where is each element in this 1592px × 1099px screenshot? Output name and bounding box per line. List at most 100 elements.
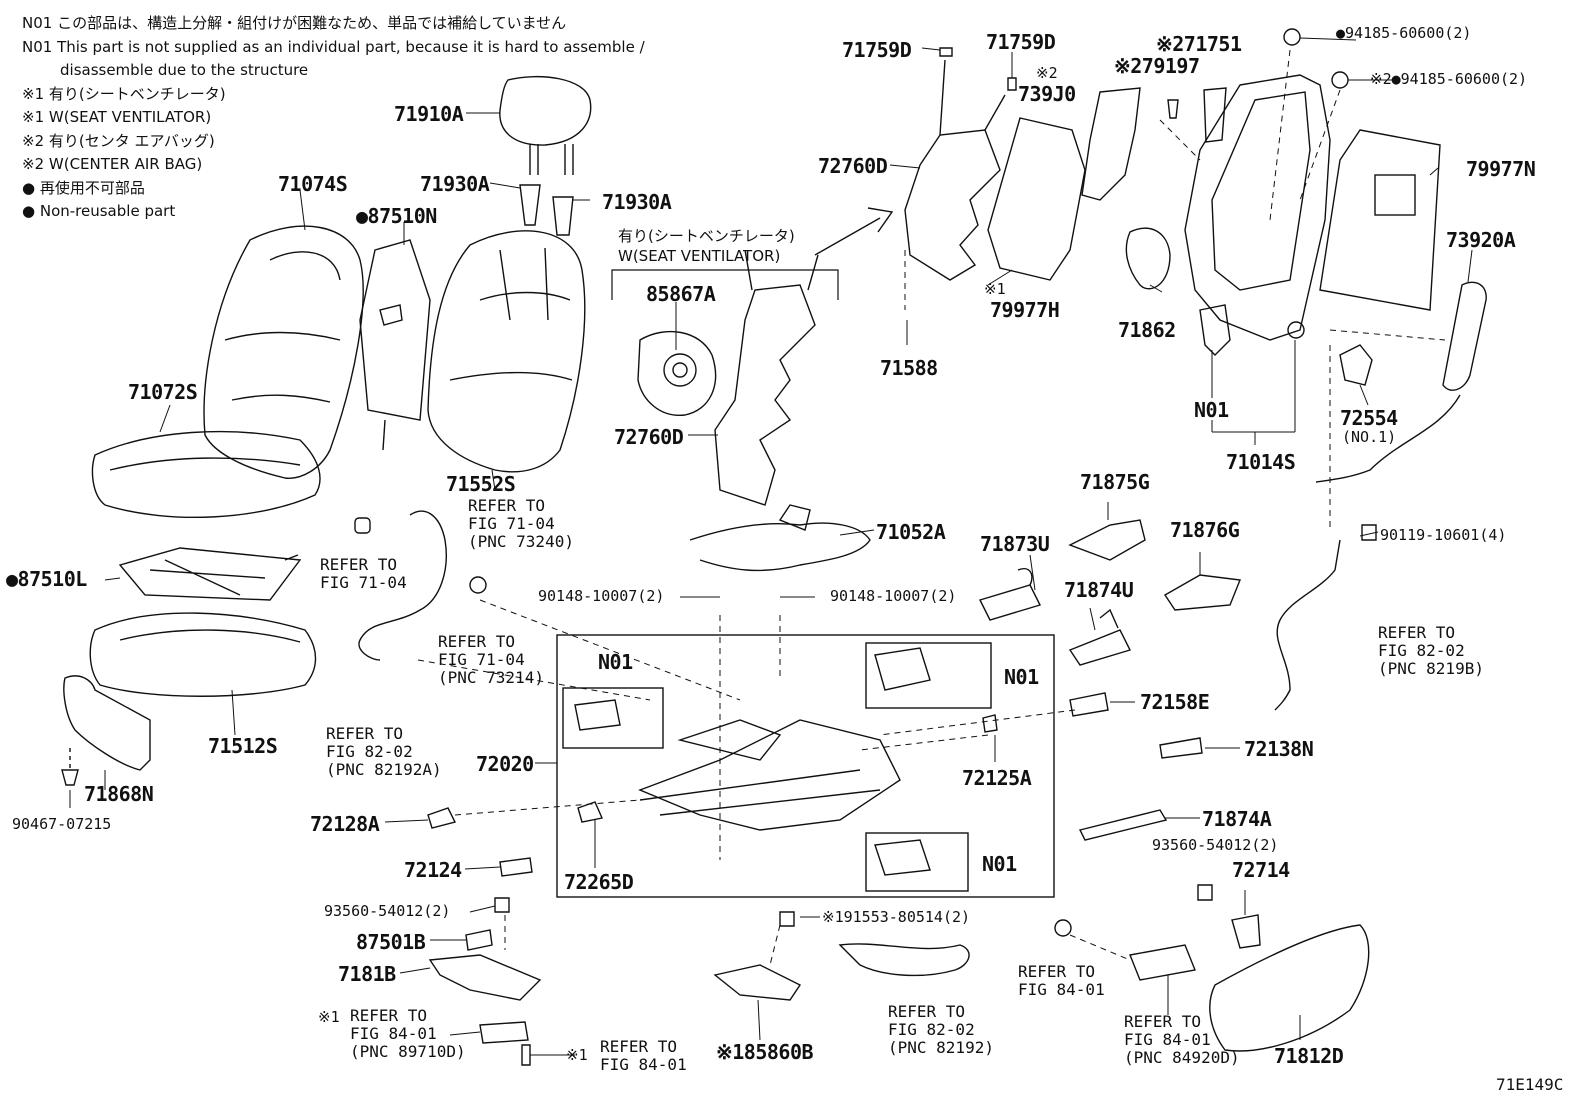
part-label-72554: 72554 <box>1340 406 1398 430</box>
refer-line: FIG 84-01 <box>600 1055 687 1074</box>
clip-90467-drawing <box>61 748 79 786</box>
refer-line: REFER TO <box>350 1006 428 1025</box>
refer-fig-82-02-pnc-82192: REFER TO FIG 82-02 (PNC 82192) <box>888 1003 994 1057</box>
refer-line: REFER TO <box>600 1037 678 1056</box>
legend-note: ※1 W(SEAT VENTILATOR) <box>22 108 212 126</box>
refer-line: FIG 71-04 <box>320 573 407 592</box>
legend-notes: N01 この部品は、構造上分解・組付けが困難なため、単品では補給していません N… <box>22 12 645 224</box>
harness-left-drawing <box>354 510 487 661</box>
refer-line: REFER TO <box>1124 1012 1202 1031</box>
legend-note: ※2 有り(センタ エアバッグ) <box>22 131 215 150</box>
ventilator-arrow <box>814 207 894 256</box>
heater-pad-back-drawing <box>359 239 431 451</box>
part-label-72760d-mid: 72760D <box>614 425 684 449</box>
part-label-71759d-left: 71759D <box>842 38 912 62</box>
ventilator-fan-drawing <box>637 330 717 416</box>
part-72124-drawing <box>499 857 533 877</box>
refer-line: REFER TO <box>1018 962 1096 981</box>
part-label-n01-a: N01 <box>598 650 633 674</box>
harness-82192-drawing <box>838 943 970 977</box>
legend-note: N01 This part is not supplied as an indi… <box>22 37 645 56</box>
adjuster-box-frame <box>556 634 1055 898</box>
head-support-71862-drawing <box>1125 227 1171 290</box>
bolt-191553-drawing <box>779 911 795 927</box>
wiring-85860b-drawing <box>713 964 802 1001</box>
part-label-71074s: 71074S <box>278 172 348 196</box>
part-label-71812d: 71812D <box>1274 1044 1344 1068</box>
nut-94185-top-drawing <box>1283 28 1301 46</box>
wire-harness-drawing <box>689 504 871 572</box>
bolt-93560-left-drawing <box>494 897 510 913</box>
refer-line: FIG 82-02 <box>888 1020 975 1039</box>
refer-line: FIG 84-01 <box>350 1024 437 1043</box>
part-71751-drawing <box>1203 87 1227 143</box>
ventilator-group-bracket <box>611 269 839 300</box>
refer-mark-84-01: ※1 <box>566 1046 588 1064</box>
part-label-71588: 71588 <box>880 356 938 380</box>
headrest-guides-drawing <box>519 184 574 236</box>
part-label-71862: 71862 <box>1118 318 1176 342</box>
part-label-93560-right: 93560-54012(2) <box>1152 836 1279 854</box>
part-72128a-drawing <box>427 807 457 829</box>
refer-line: (PNC 73240) <box>468 532 574 551</box>
wire-bracket-top-drawing <box>904 59 1006 281</box>
part-label-72158e: 72158E <box>1140 690 1210 714</box>
switch-84920d-drawing <box>1129 944 1196 981</box>
part-label-87510n: ●87510N <box>356 204 437 228</box>
part-label-71873u: 71873U <box>980 532 1050 556</box>
motor-n01-c-drawing <box>874 839 931 876</box>
part-label-71930a-right: 71930A <box>602 190 672 214</box>
refer-line: REFER TO <box>888 1002 966 1021</box>
ventilator-pad-drawing <box>987 117 1086 281</box>
part-label-93560-left: 93560-54012(2) <box>324 902 451 920</box>
part-label-72020: 72020 <box>476 752 534 776</box>
leader-lines <box>69 37 1473 1056</box>
rail-71874a-drawing <box>1078 809 1168 841</box>
refer-line: FIG 82-02 <box>326 742 413 761</box>
part-label-79197: ※279197 <box>1114 54 1200 78</box>
refer-fig-71-04: REFER TO FIG 71-04 <box>320 556 407 592</box>
side-cover-drawing <box>63 675 151 771</box>
bracket-71875g-drawing <box>1068 519 1146 561</box>
bracket-72158e-drawing <box>1069 692 1109 717</box>
bolt-84-01-drawing <box>1054 919 1072 937</box>
part-label-n01-c: N01 <box>982 852 1017 876</box>
part-label-71052a: 71052A <box>876 520 946 544</box>
legend-note: ● 再使用不可部品 <box>22 178 145 197</box>
refer-line: FIG 82-02 <box>1378 641 1465 660</box>
bracket-71873u-drawing <box>979 568 1041 621</box>
refer-line: (PNC 8219B) <box>1378 659 1484 678</box>
refer-line: FIG 84-01 <box>1124 1030 1211 1049</box>
part-label-90119: 90119-10601(4) <box>1380 526 1507 544</box>
part-label-n01-b: N01 <box>1004 665 1039 689</box>
seatback-cover-drawing <box>203 225 364 479</box>
part-label-72128a: 72128A <box>310 812 380 836</box>
bracket-71874u-drawing <box>1068 608 1131 666</box>
n01-box-c <box>865 832 969 892</box>
part-label-72554-sub: (NO.1) <box>1342 428 1397 446</box>
part-label-71930a-left: 71930A <box>420 172 490 196</box>
refer-fig-84-01-pnc-84920d: REFER TO FIG 84-01 (PNC 84920D) <box>1124 1013 1240 1067</box>
part-label-71875g: 71875G <box>1080 470 1150 494</box>
refer-line: REFER TO <box>438 632 516 651</box>
n01-box-a <box>562 687 664 749</box>
seatback-pad-drawing <box>427 230 586 473</box>
ventilator-caption-jp: 有り(シートベンチレータ) <box>618 227 795 245</box>
refer-mark-89710d: ※1 <box>318 1008 340 1026</box>
refer-line: REFER TO <box>1378 623 1456 642</box>
bracket-72554-drawing <box>1339 344 1373 386</box>
part-label-90467-07215: 90467-07215 <box>12 815 112 833</box>
legend-note: ● Non-reusable part <box>22 202 176 220</box>
legend-note: N01 この部品は、構造上分解・組付けが困難なため、単品では補給していません <box>22 14 567 32</box>
n01-box-b <box>865 642 992 709</box>
module-89710d-drawing <box>479 1021 529 1044</box>
seat-cushion-cover-drawing <box>91 430 321 519</box>
refer-line: FIG 84-01 <box>1018 980 1105 999</box>
refer-line: (PNC 73214) <box>438 668 544 687</box>
part-79197-drawing <box>1167 99 1179 119</box>
part-label-79977h-mark: ※1 <box>984 280 1006 298</box>
part-label-73920a: 73920A <box>1446 228 1516 252</box>
refer-fig-71-04-pnc-73214: REFER TO FIG 71-04 (PNC 73214) <box>438 633 544 687</box>
